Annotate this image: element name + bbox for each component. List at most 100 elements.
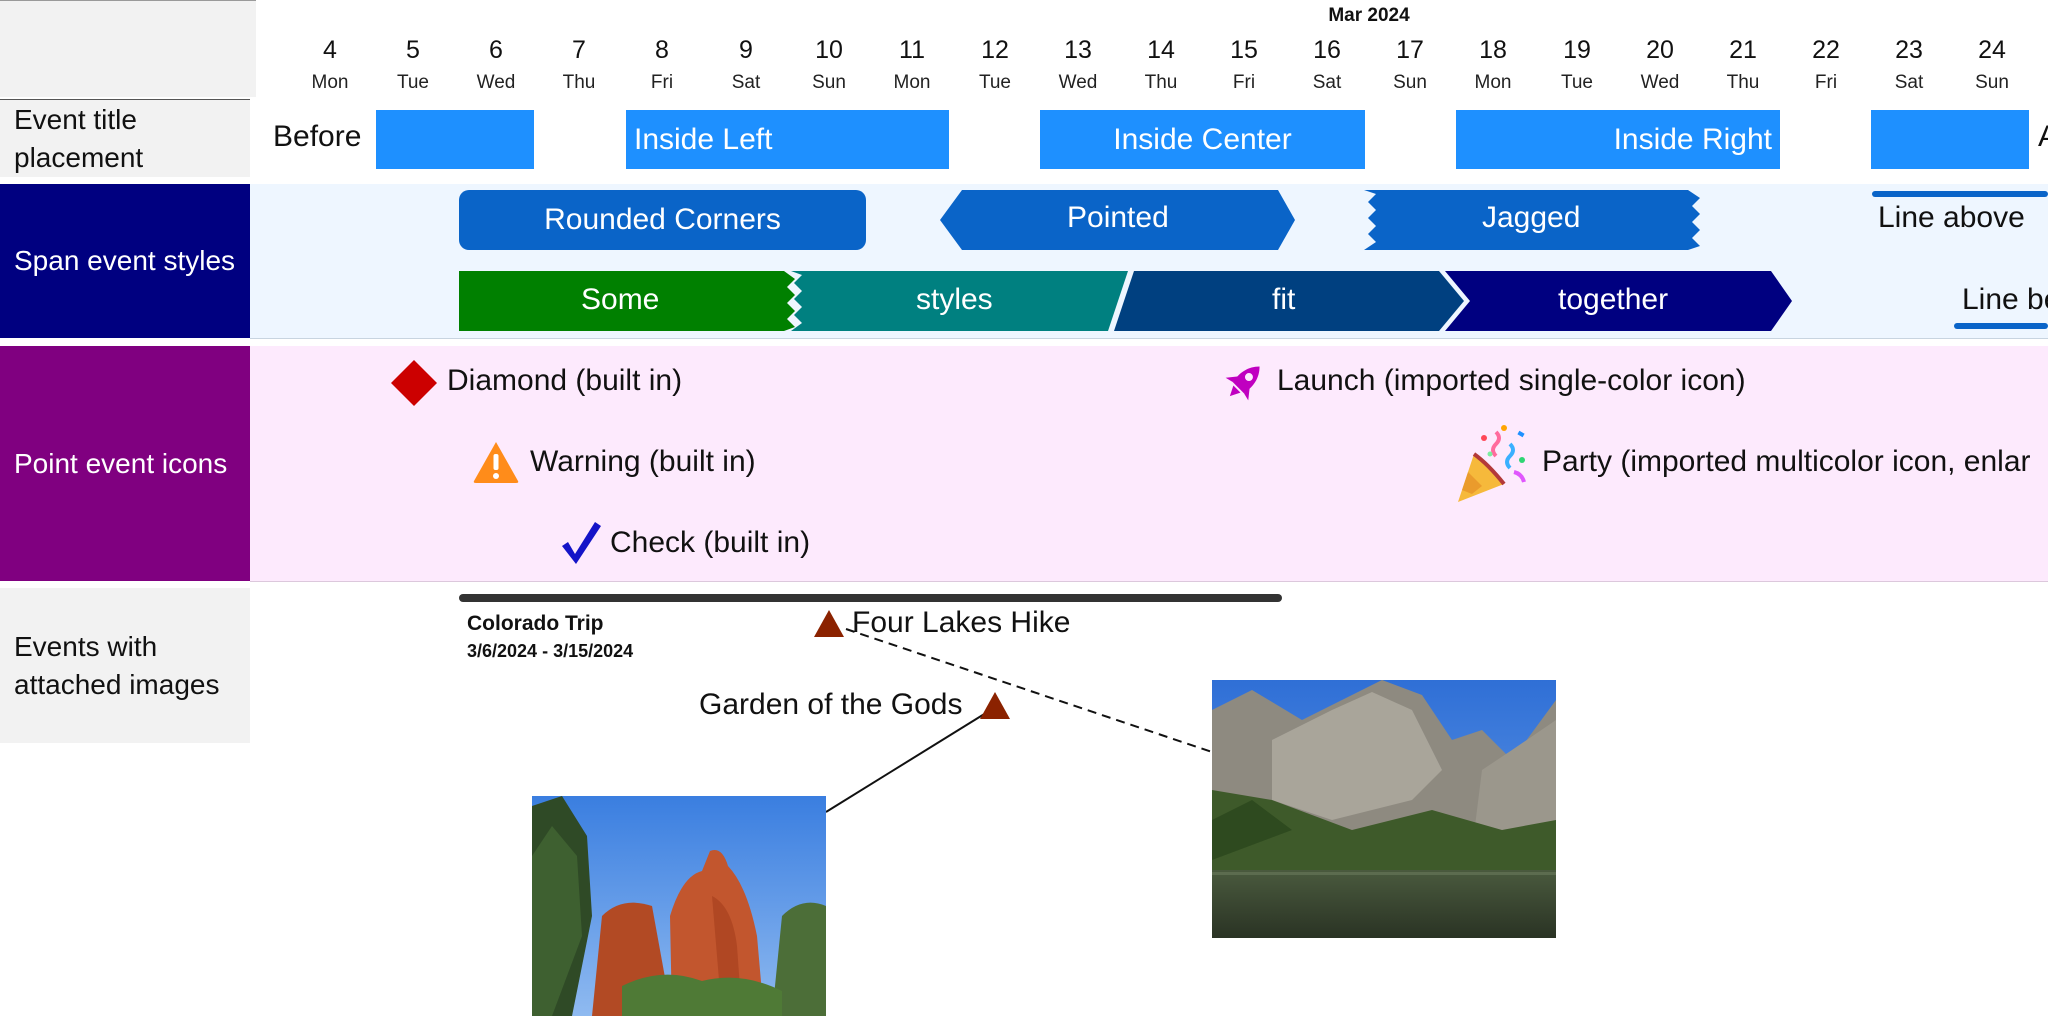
- day-weekday: Wed: [1058, 72, 1098, 93]
- day-weekday: Wed: [476, 72, 516, 93]
- day-weekday: Fri: [1814, 72, 1838, 93]
- day-weekday: Wed: [1640, 72, 1680, 93]
- day-number: 13: [1064, 36, 1092, 64]
- event-together-label: together: [1558, 283, 1669, 316]
- day-weekday: Thu: [562, 72, 596, 93]
- event-colorado-trip-line[interactable]: [459, 594, 1282, 602]
- event-launch-label: Launch (imported single-color icon): [1277, 364, 1746, 397]
- event-check-label: Check (built in): [610, 526, 811, 559]
- event-fit-label: fit: [1272, 283, 1296, 316]
- four-lakes-connector: [845, 628, 1213, 753]
- event-party-label: Party (imported multicolor icon, enlar: [1542, 445, 2031, 478]
- event-garden-label: Garden of the Gods: [699, 688, 963, 721]
- event-pointed-shape[interactable]: [940, 190, 1300, 250]
- day-number: 19: [1563, 36, 1591, 64]
- row-label-text: Span event styles: [14, 245, 236, 276]
- event-inside-left-label: Inside Left: [634, 122, 773, 156]
- fit-polygon: [1114, 271, 1464, 331]
- day-number: 12: [981, 36, 1009, 64]
- event-rounded-corners[interactable]: Rounded Corners: [459, 190, 866, 250]
- day-weekday: Sat: [1894, 72, 1924, 93]
- diamond-icon[interactable]: [391, 360, 437, 406]
- event-pointed-label: Pointed: [1067, 201, 1169, 234]
- event-after-bar[interactable]: [1871, 110, 2029, 169]
- event-inside-left[interactable]: Inside Left: [626, 110, 949, 169]
- day-number: 16: [1313, 36, 1341, 64]
- row-label-text: Point event icons: [14, 447, 228, 479]
- day-number: 4: [323, 36, 337, 64]
- event-styles-label: styles: [916, 283, 993, 316]
- pointed-polygon: [940, 190, 1295, 250]
- four-lakes-photo[interactable]: [1212, 680, 1556, 938]
- day-weekday: Sun: [1393, 72, 1427, 93]
- triangle-marker-icon[interactable]: [814, 610, 844, 637]
- header-corner: [0, 0, 256, 97]
- day-number: 15: [1230, 36, 1258, 64]
- day-weekday: Fri: [1232, 72, 1256, 93]
- day-weekday: Tue: [978, 72, 1012, 93]
- day-number: 8: [655, 36, 669, 64]
- jagged-polygon: [1364, 190, 1700, 250]
- day-number: 20: [1646, 36, 1674, 64]
- some-polygon: [459, 271, 795, 331]
- garden-connector: [825, 707, 995, 813]
- event-before-bar[interactable]: [376, 110, 534, 169]
- day-number: 14: [1147, 36, 1175, 64]
- header-divider: [0, 0, 256, 1]
- event-line-below-line[interactable]: [1954, 323, 2048, 329]
- row-label-images[interactable]: Events with attached images: [0, 588, 250, 743]
- rocket-icon[interactable]: [1220, 358, 1268, 406]
- event-jagged-shape[interactable]: [1364, 190, 1704, 250]
- day-number: 7: [572, 36, 586, 64]
- row-point-icons: [250, 346, 2048, 582]
- day-number: 18: [1479, 36, 1507, 64]
- event-colorado-trip-title: Colorado Trip: [467, 612, 604, 635]
- event-line-below-label: Line be: [1962, 283, 2048, 316]
- event-warning-label: Warning (built in): [530, 445, 756, 478]
- day-weekday: Sat: [731, 72, 761, 93]
- row-label-point-icons[interactable]: Point event icons: [0, 346, 250, 581]
- event-line-above-label: Line above: [1878, 201, 2025, 234]
- day-number: 6: [489, 36, 503, 64]
- event-jagged-label: Jagged: [1482, 201, 1581, 234]
- event-inside-right-label: Inside Right: [1613, 122, 1772, 156]
- row-label-span-styles[interactable]: Span event styles: [0, 184, 250, 338]
- event-after-label: A: [2038, 120, 2048, 154]
- event-inside-right[interactable]: Inside Right: [1456, 110, 1780, 169]
- month-label: Mar 2024: [1328, 5, 1410, 26]
- day-weekday: Thu: [1144, 72, 1178, 93]
- day-number: 22: [1812, 36, 1840, 64]
- event-before-label: Before: [273, 120, 362, 153]
- row-label-text: Events with attached images: [14, 630, 220, 700]
- warning-icon[interactable]: [472, 440, 520, 484]
- day-number: 23: [1895, 36, 1923, 64]
- event-combined-styles[interactable]: [459, 271, 1799, 331]
- day-weekday: Fri: [650, 72, 674, 93]
- day-weekday: Mon: [1474, 72, 1512, 93]
- party-popper-icon[interactable]: [1452, 424, 1532, 504]
- row-label-text: Event title placement: [14, 103, 144, 173]
- triangle-marker-icon[interactable]: [980, 692, 1010, 719]
- day-weekday: Tue: [1560, 72, 1594, 93]
- event-line-above-line[interactable]: [1872, 191, 2048, 197]
- day-weekday: Mon: [311, 72, 349, 93]
- styles-polygon: [791, 271, 1128, 331]
- date-header: [256, 0, 2048, 97]
- event-inside-center-label: Inside Center: [1113, 122, 1292, 156]
- day-weekday: Sun: [1975, 72, 2009, 93]
- day-number: 9: [739, 36, 753, 64]
- day-weekday: Mon: [893, 72, 931, 93]
- garden-of-the-gods-photo[interactable]: [532, 796, 826, 1016]
- together-polygon: [1445, 271, 1792, 331]
- row-label-placement[interactable]: Event title placement: [0, 99, 250, 177]
- event-colorado-trip-dates: 3/6/2024 - 3/15/2024: [467, 641, 634, 661]
- check-icon[interactable]: [560, 520, 602, 566]
- day-number: 17: [1396, 36, 1424, 64]
- event-inside-center[interactable]: Inside Center: [1040, 110, 1365, 169]
- day-number: 10: [815, 36, 843, 64]
- day-weekday: Sun: [812, 72, 846, 93]
- day-number: 24: [1978, 36, 2006, 64]
- event-some-label: Some: [581, 283, 660, 316]
- day-weekday: Sat: [1312, 72, 1342, 93]
